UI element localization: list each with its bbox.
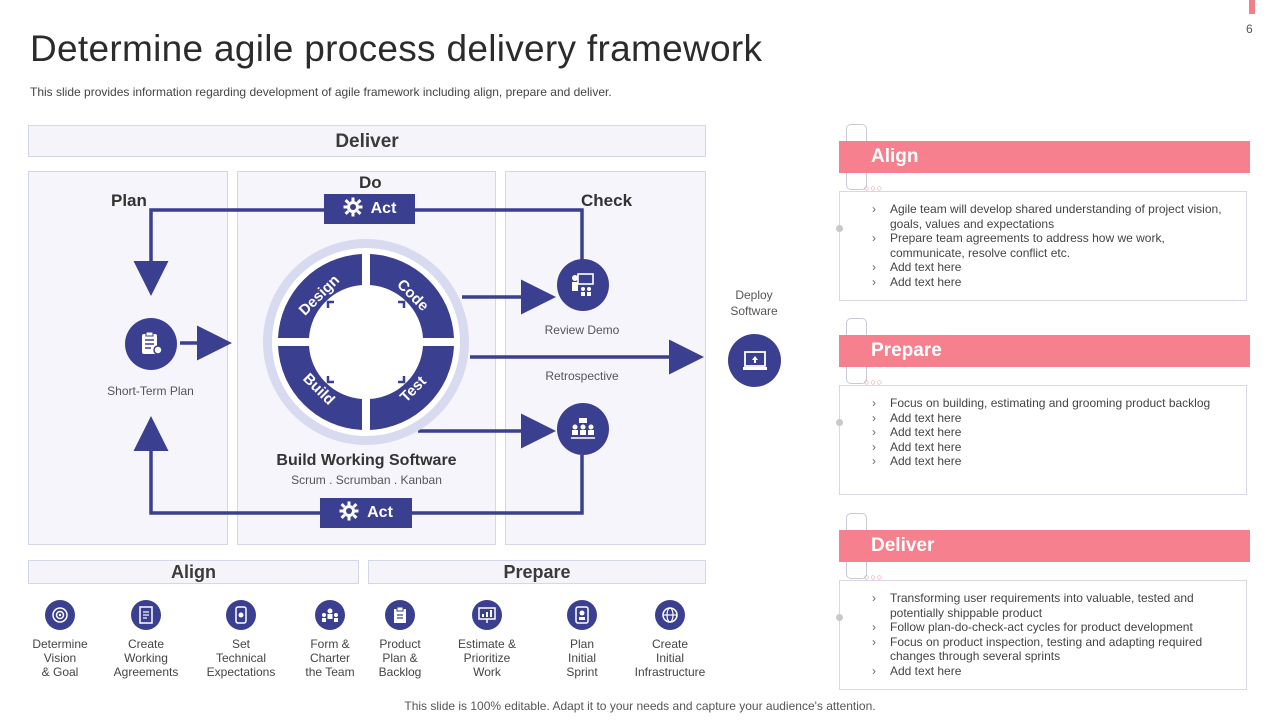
check-label: Check (581, 191, 633, 210)
gear-icon (339, 501, 359, 526)
list-item: Follow plan-do-check-act cycles for prod… (872, 620, 1234, 635)
clipboard-icon (385, 600, 415, 630)
card-marker-prepare (836, 419, 843, 426)
build-software-title: Build Working Software (276, 452, 457, 469)
list-item: Focus on product inspection, testing and… (872, 635, 1234, 664)
deploy-software-label-line1: Deploy (735, 288, 773, 302)
list-item: Transforming user requirements into valu… (872, 591, 1234, 620)
deploy-software-label-line2: Software (730, 304, 778, 318)
list-item: Add text here (872, 260, 1234, 275)
review-demo-label: Review Demo (544, 323, 620, 337)
card-marker-align (836, 225, 843, 232)
plan-panel (28, 171, 228, 545)
page-accent-bar (1249, 0, 1255, 14)
card-header-prepare: Prepare (839, 335, 1250, 367)
card-body-prepare: Focus on building, estimating and groomi… (839, 385, 1247, 495)
document-icon (131, 600, 161, 630)
review-demo-icon (557, 259, 609, 311)
card-body-align: Agile team will develop shared understan… (839, 191, 1247, 301)
mobile-icon (226, 600, 256, 630)
card-dots-deliver: ○○○ (864, 572, 884, 582)
list-item: Add text here (872, 454, 1234, 469)
slide-footer: This slide is 100% editable. Adapt it to… (404, 699, 876, 713)
list-item: Add text here (872, 275, 1234, 290)
plan-label: Plan (111, 191, 147, 210)
list-item: Agile team will develop shared understan… (872, 202, 1234, 231)
sprint-icon (567, 600, 597, 630)
list-item: Add text here (872, 425, 1234, 440)
team-icon (315, 600, 345, 630)
short-term-plan-icon (125, 318, 177, 370)
retrospective-icon (557, 403, 609, 455)
card-header-align: Align (839, 141, 1250, 173)
page-subtitle: This slide provides information regardin… (30, 85, 612, 99)
card-marker-deliver (836, 614, 843, 621)
retrospective-label: Retrospective (545, 369, 619, 383)
list-item: Focus on building, estimating and groomi… (872, 396, 1234, 411)
act-bottom-label: Act (367, 504, 393, 521)
prepare-band: Prepare (368, 560, 706, 584)
card-header-deliver: Deliver (839, 530, 1250, 562)
chart-board-icon (472, 600, 502, 630)
list-item: Prepare team agreements to address how w… (872, 231, 1234, 260)
page-title: Determine agile process delivery framewo… (30, 28, 763, 69)
list-item: Add text here (872, 664, 1234, 679)
build-cycle-ring: Design Code Build Test (263, 239, 469, 445)
globe-icon (655, 600, 685, 630)
card-dots-align: ○○○ (864, 183, 884, 193)
list-item: Add text here (872, 440, 1234, 455)
gear-icon (343, 197, 363, 222)
short-term-plan-label: Short-Term Plan (107, 384, 194, 398)
build-methods: Scrum . Scrumban . Kanban (291, 473, 442, 487)
deploy-software-icon (728, 334, 781, 387)
card-dots-prepare: ○○○ (864, 377, 884, 387)
card-body-deliver: Transforming user requirements into valu… (839, 580, 1247, 690)
act-bottom-box: Act (320, 498, 412, 528)
do-label: Do (359, 173, 382, 192)
align-band: Align (28, 560, 359, 584)
deliver-band: Deliver (28, 125, 706, 157)
act-top-box: Act (324, 194, 415, 224)
list-item: Add text here (872, 411, 1234, 426)
target-icon (45, 600, 75, 630)
act-top-label: Act (370, 200, 397, 217)
page-number: 6 (1246, 22, 1253, 36)
